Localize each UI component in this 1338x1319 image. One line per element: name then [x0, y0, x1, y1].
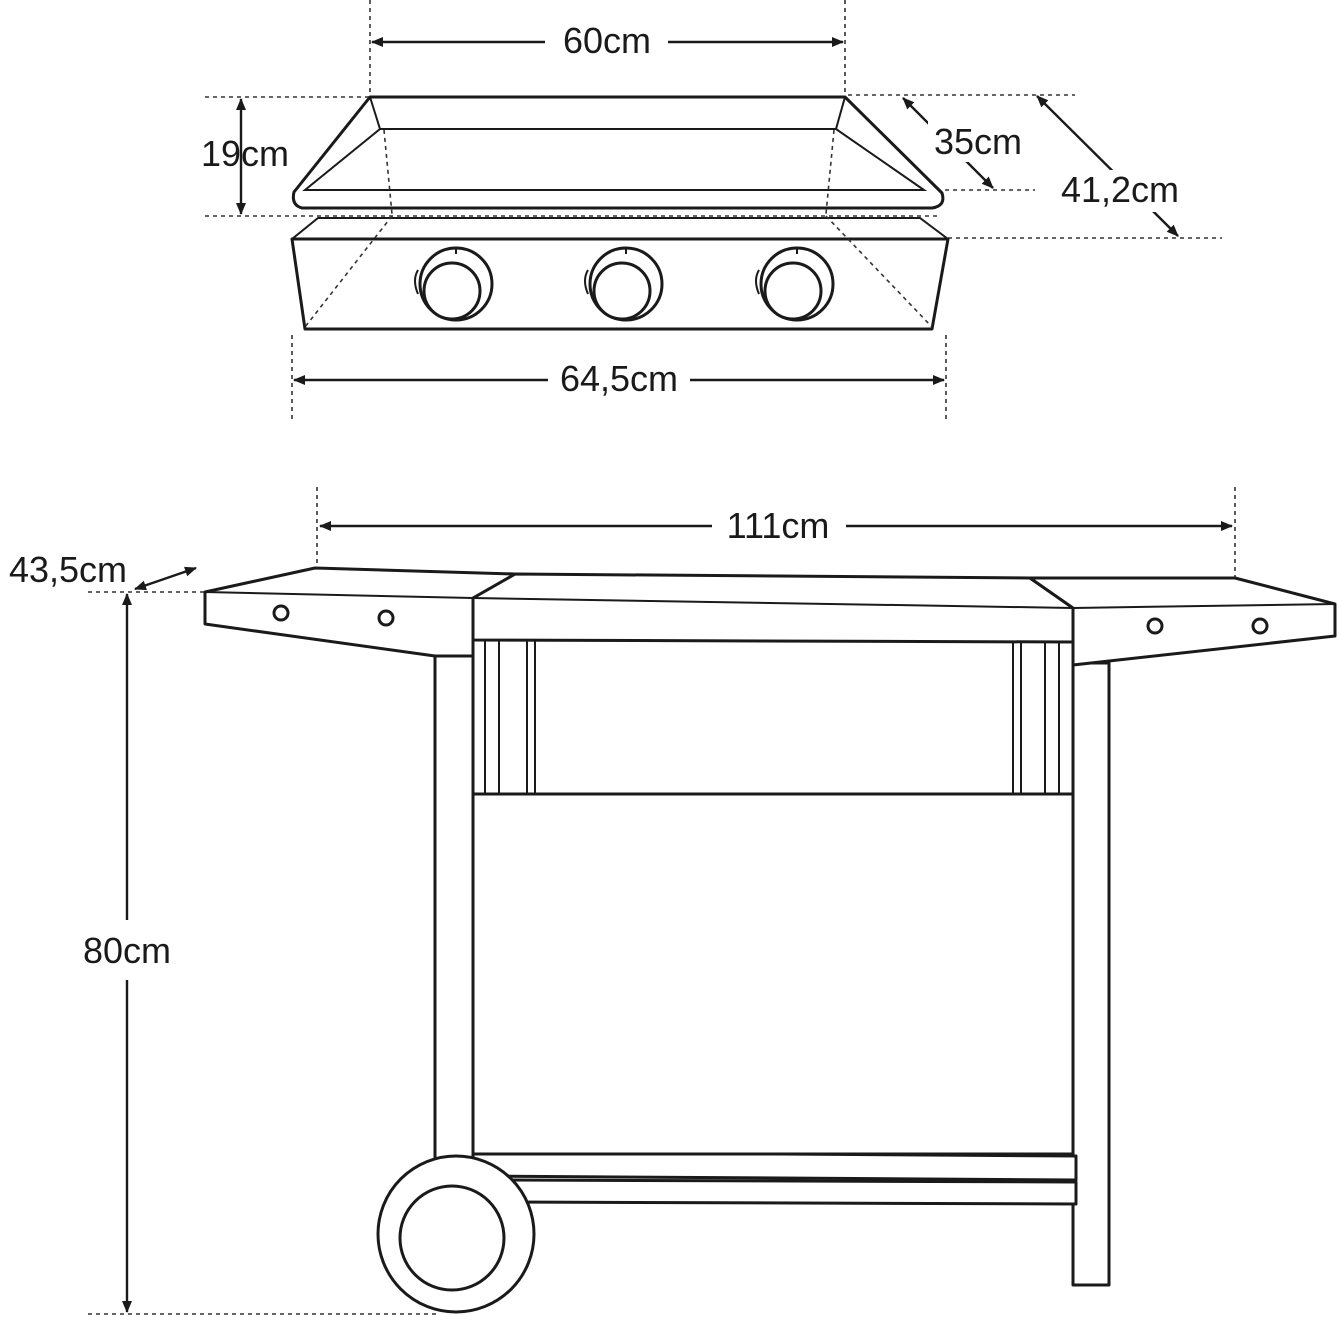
right-side-shelf — [1028, 576, 1337, 667]
shelf-bolt — [1146, 617, 1164, 635]
control-knob — [755, 246, 835, 322]
right-leg — [1071, 661, 1111, 1287]
dim-label-total-height: 80cm — [83, 930, 171, 971]
shelf-bolt — [377, 609, 395, 627]
dim-label-plate-height: 19cm — [201, 133, 289, 174]
dim-label-plate-depth: 35cm — [934, 121, 1022, 162]
left-side-shelf — [203, 566, 517, 658]
trolley-drawing: 111cm 43,5cm 80cm — [9, 487, 1337, 1315]
bottom-rail — [471, 1150, 1078, 1182]
dim-label-shelf-depth: 43,5cm — [9, 549, 127, 590]
dim-label-body-width: 64,5cm — [560, 358, 678, 399]
front-panel — [471, 792, 1075, 1156]
left-leg — [433, 650, 475, 1164]
dim-arrow-shelf-depth — [134, 566, 197, 591]
control-knob — [584, 246, 664, 322]
plancha-drawing: 60cm 19cm 35cm 41,2cm 64,5cm — [201, 0, 1222, 420]
control-knob — [414, 246, 494, 322]
dim-label-plate-width: 60cm — [563, 20, 651, 61]
wheel — [376, 1154, 536, 1314]
dim-label-total-depth: 41,2cm — [1061, 169, 1179, 210]
shelf-bolt — [272, 604, 290, 622]
center-top — [471, 572, 1075, 644]
plate-tray — [291, 95, 945, 210]
dim-arrow-total-depth — [1036, 95, 1179, 237]
dim-label-total-width: 111cm — [727, 505, 830, 546]
shelf-bolt — [1251, 617, 1269, 635]
